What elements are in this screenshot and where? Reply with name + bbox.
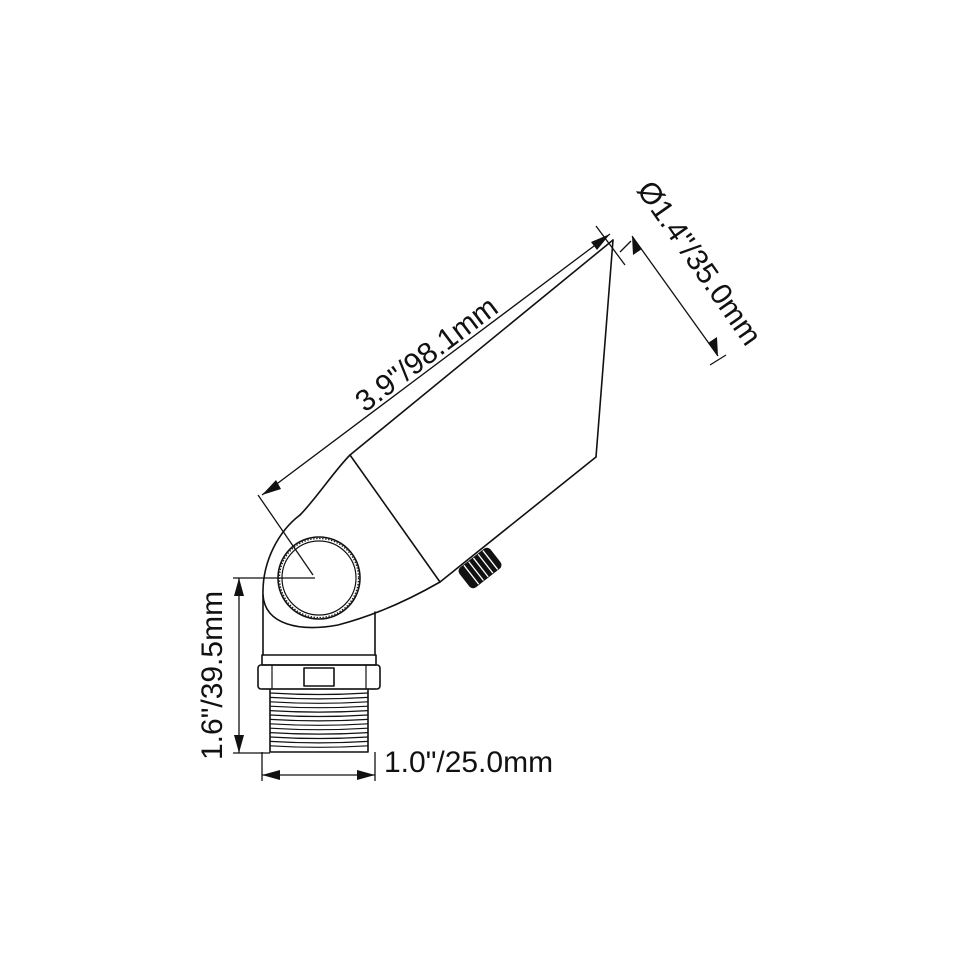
- fixture-body: [262, 239, 614, 656]
- barrel-shoulder: [299, 454, 351, 516]
- dim-length: 3.9"/98.1mm: [257, 225, 626, 576]
- dim-width: 1.0"/25.0mm: [261, 746, 553, 781]
- knuckle-housing: [262, 514, 441, 629]
- thread-ridge: [269, 701, 369, 704]
- dim-height-label: 1.6"/39.5mm: [196, 591, 229, 760]
- dim-width-label: 1.0"/25.0mm: [384, 746, 553, 779]
- threads: [269, 692, 369, 748]
- barrel-outline: [349, 239, 614, 583]
- thread-ridge: [269, 692, 369, 696]
- thread-ridge: [269, 736, 369, 740]
- thread-ridge: [269, 714, 369, 718]
- dim-length-label: 3.9"/98.1mm: [349, 290, 504, 418]
- thread-ridge: [269, 710, 369, 713]
- lens-face: [595, 239, 614, 458]
- threaded-stem: [269, 689, 369, 753]
- thread-ridge: [269, 732, 369, 735]
- dim-diameter: Ø1.4"/35.0mm: [619, 175, 768, 366]
- thread-ridge: [269, 718, 369, 722]
- thread-ridge: [269, 727, 369, 731]
- set-screw: [458, 547, 502, 589]
- thread-ridge: [269, 723, 369, 726]
- dim-height: 1.6"/39.5mm: [196, 577, 315, 760]
- thread-ridge: [269, 740, 369, 744]
- thread-ridge: [269, 745, 369, 748]
- thread-ridge: [269, 705, 369, 709]
- thread-ridge: [269, 696, 369, 700]
- hex-nut: [257, 654, 381, 690]
